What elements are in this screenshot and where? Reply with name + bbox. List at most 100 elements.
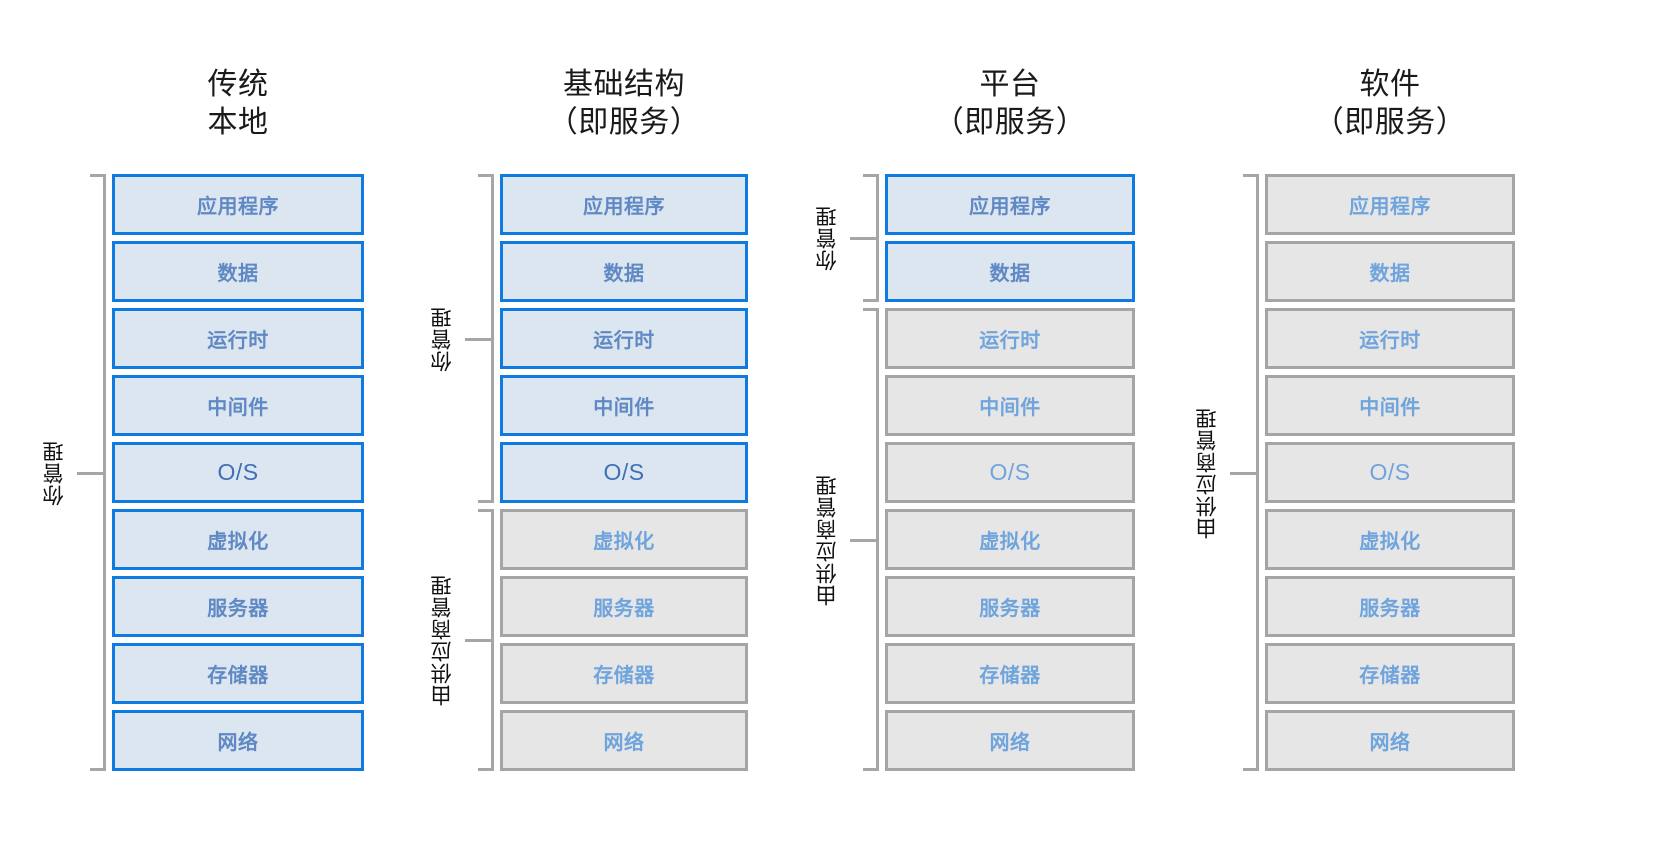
service-model-column-software-as-a-service: 软件 （即服务） 应用程序数据运行时中间件 O/S 虚拟化服务器存储器网络 由供应商管理 — [1180, 0, 1520, 849]
layer-label: 虚拟化 — [593, 531, 655, 553]
bracket-cap-top — [1243, 174, 1259, 177]
layer-box[interactable]: 虚拟化 — [1265, 509, 1515, 570]
bracket-tick — [850, 237, 876, 240]
bracket-spine — [876, 174, 879, 302]
layer-box[interactable]: 数据 — [500, 241, 748, 302]
layer-box[interactable]: 存储器 — [885, 643, 1135, 704]
service-model-column-platform-as-a-service: 平台 （即服务） 应用程序数据运行时中间件 O/S 虚拟化服务器存储器网络 你管理由供应… — [800, 0, 1140, 849]
layer-label: 运行时 — [1359, 330, 1421, 352]
layer-box[interactable]: 服务器 — [885, 576, 1135, 637]
layer-label: 网络 — [217, 732, 259, 754]
layer-box[interactable]: 运行时 — [1265, 308, 1515, 369]
layer-stack: 应用程序数据运行时中间件 O/S 虚拟化服务器存储器网络 — [885, 174, 1135, 771]
bracket-label: 由供应商管理 — [816, 473, 839, 606]
service-model-column-traditional-on-premises: 传统 本地应用程序数据运行时中间件 O/S 虚拟化服务器存储器网络 你管理 — [43, 0, 370, 849]
bracket-label: 你管理 — [816, 205, 839, 271]
layer-label: 虚拟化 — [979, 531, 1041, 553]
responsibility-bracket — [465, 174, 494, 503]
layer-box[interactable]: 中间件 — [500, 375, 748, 436]
column-title: 软件 （即服务） — [1313, 68, 1467, 139]
layer-box[interactable]: 数据 — [1265, 241, 1515, 302]
layer-label: 存储器 — [593, 665, 655, 687]
column-title: 平台 （即服务） — [933, 68, 1087, 139]
layer-label: 服务器 — [1359, 598, 1421, 620]
layer-stack: 应用程序数据运行时中间件 O/S 虚拟化服务器存储器网络 — [1265, 174, 1515, 771]
layer-box[interactable]: 服务器 — [112, 576, 364, 637]
bracket-cap-bottom — [90, 768, 106, 771]
layer-box[interactable]: O/S — [885, 442, 1135, 503]
layer-stack: 应用程序数据运行时中间件 O/S 虚拟化服务器存储器网络 — [112, 174, 364, 771]
layer-label: 网络 — [603, 732, 645, 754]
layer-label: 应用程序 — [969, 196, 1051, 218]
layer-box[interactable]: 运行时 — [885, 308, 1135, 369]
layer-box[interactable]: 运行时 — [112, 308, 364, 369]
bracket-cap-top — [90, 174, 106, 177]
layer-box[interactable]: 网络 — [500, 710, 748, 771]
layer-label: 服务器 — [979, 598, 1041, 620]
layer-label: 数据 — [989, 263, 1031, 285]
layer-box[interactable]: 网络 — [885, 710, 1135, 771]
bracket-label: 你管理 — [431, 305, 454, 372]
layer-label: O/S — [217, 459, 259, 485]
layer-box[interactable]: 中间件 — [885, 375, 1135, 436]
layer-label: 数据 — [1369, 263, 1411, 285]
responsibility-bracket — [850, 174, 879, 302]
layer-box[interactable]: 服务器 — [1265, 576, 1515, 637]
bracket-spine — [491, 174, 494, 503]
layer-label: 运行时 — [207, 330, 269, 352]
layer-box[interactable]: 存储器 — [500, 643, 748, 704]
bracket-spine — [876, 308, 879, 771]
bracket-cap-top — [863, 308, 879, 311]
layer-label: 虚拟化 — [1359, 531, 1421, 553]
bracket-spine — [491, 509, 494, 771]
layer-box[interactable]: 网络 — [112, 710, 364, 771]
layer-box[interactable]: 服务器 — [500, 576, 748, 637]
bracket-tick — [465, 337, 491, 341]
layer-box[interactable]: 存储器 — [1265, 643, 1515, 704]
layer-box[interactable]: 虚拟化 — [112, 509, 364, 570]
layer-box[interactable]: 虚拟化 — [885, 509, 1135, 570]
layer-label: 服务器 — [207, 598, 269, 620]
bracket-label: 你管理 — [43, 439, 66, 506]
layer-label: 存储器 — [207, 665, 269, 687]
layer-label: 数据 — [217, 263, 259, 285]
layer-label: O/S — [989, 459, 1031, 485]
layer-box[interactable]: 应用程序 — [885, 174, 1135, 235]
layer-box[interactable]: O/S — [1265, 442, 1515, 503]
layer-label: O/S — [1369, 459, 1411, 485]
layer-box[interactable]: 应用程序 — [500, 174, 748, 235]
layer-label: 中间件 — [979, 397, 1041, 419]
bracket-cap-bottom — [1243, 768, 1259, 771]
layer-label: 数据 — [603, 263, 645, 285]
layer-box[interactable]: 中间件 — [1265, 375, 1515, 436]
bracket-cap-bottom — [478, 768, 494, 771]
bracket-spine — [1256, 174, 1259, 771]
layer-box[interactable]: 应用程序 — [1265, 174, 1515, 235]
bracket-cap-bottom — [863, 299, 879, 302]
bracket-label: 由供应商管理 — [1196, 406, 1219, 539]
layer-box[interactable]: O/S — [500, 442, 748, 503]
layer-label: 服务器 — [593, 598, 655, 620]
responsibility-bracket — [1230, 174, 1259, 771]
layer-box[interactable]: 运行时 — [500, 308, 748, 369]
layer-box[interactable]: O/S — [112, 442, 364, 503]
layer-box[interactable]: 数据 — [112, 241, 364, 302]
layer-box[interactable]: 虚拟化 — [500, 509, 748, 570]
layer-label: 运行时 — [593, 330, 655, 352]
layer-box[interactable]: 存储器 — [112, 643, 364, 704]
layer-box[interactable]: 数据 — [885, 241, 1135, 302]
layer-box[interactable]: 应用程序 — [112, 174, 364, 235]
responsibility-bracket — [465, 509, 494, 771]
layer-label: 网络 — [989, 732, 1031, 754]
column-title: 基础结构 （即服务） — [547, 68, 701, 139]
layer-box[interactable]: 中间件 — [112, 375, 364, 436]
layer-label: 应用程序 — [1349, 196, 1431, 218]
bracket-cap-top — [478, 509, 494, 512]
column-title: 传统 本地 — [207, 68, 269, 139]
layer-box[interactable]: 网络 — [1265, 710, 1515, 771]
bracket-tick — [850, 538, 876, 542]
bracket-cap-bottom — [863, 768, 879, 771]
layer-label: 存储器 — [1359, 665, 1421, 687]
